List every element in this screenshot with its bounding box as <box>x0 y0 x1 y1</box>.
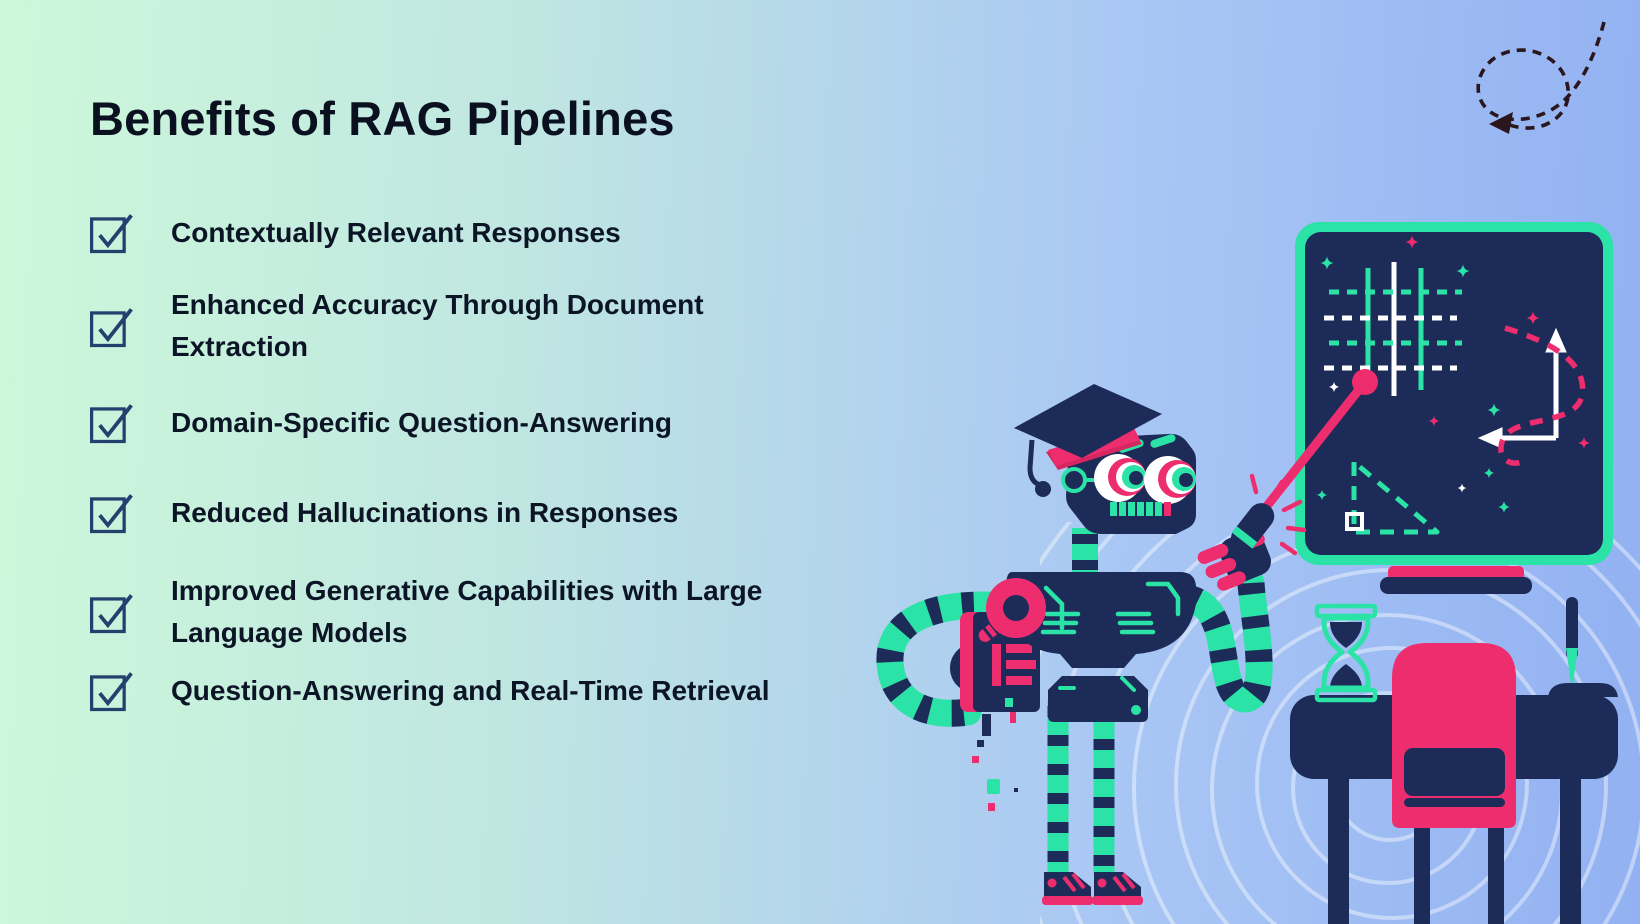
robot-teacher <box>876 384 1273 907</box>
checklist-item-label: Domain-Specific Question-Answering <box>171 406 672 438</box>
checklist-item-label: Question-Answering and Real-Time Retriev… <box>171 674 770 706</box>
dashed-curve <box>1498 325 1586 466</box>
checkbox-icon <box>88 589 135 636</box>
checkbox-icon <box>88 399 135 446</box>
robot-legs <box>1047 700 1115 874</box>
checklist-item: Enhanced Accuracy Through Document Extra… <box>88 284 811 368</box>
checklist-item-label: Reduced Hallucinations in Responses <box>171 496 679 528</box>
checklist-item-label: Improved Generative Capabilities with La… <box>171 575 763 648</box>
checklist-item: Improved Generative Capabilities with La… <box>88 570 811 654</box>
robot-left-shoe <box>1040 870 1095 907</box>
chair <box>1392 643 1516 924</box>
pen-holder <box>1548 683 1618 697</box>
robot-mouth <box>1110 502 1171 516</box>
hourglass-icon <box>1314 603 1378 703</box>
checkbox-icon <box>88 489 135 536</box>
checklist-item: Question-Answering and Real-Time Retriev… <box>88 667 811 714</box>
checklist-item-label: Contextually Relevant Responses <box>171 216 621 248</box>
board-stand-base <box>1380 577 1532 594</box>
dashed-swirl-arrow-icon <box>1476 21 1606 134</box>
burst-lines <box>1249 473 1307 556</box>
robot-head <box>1061 433 1196 534</box>
page-title: Benefits of RAG Pipelines <box>90 92 675 146</box>
pen-icon <box>1566 597 1578 690</box>
robot-hips <box>1048 676 1148 722</box>
robot-eyes <box>1094 454 1196 504</box>
robot-torso <box>1006 572 1196 668</box>
checkbox-icon <box>88 303 135 350</box>
robot-right-shoe <box>1090 870 1145 907</box>
graduation-cap-icon <box>1014 384 1162 497</box>
robot-hand <box>1197 473 1307 591</box>
checkbox-icon <box>88 667 135 714</box>
checklist-item-label: Enhanced Accuracy Through Document Extra… <box>171 289 704 362</box>
checklist-item: Domain-Specific Question-Answering <box>88 399 811 446</box>
chalkboard <box>1295 222 1613 594</box>
robot-shoulder-joint <box>986 578 1046 638</box>
checklist-item: Contextually Relevant Responses <box>88 209 811 256</box>
confetti <box>972 698 1018 811</box>
robot-right-arm <box>1172 569 1273 713</box>
checkbox-icon <box>88 209 135 256</box>
checklist-item: Reduced Hallucinations in Responses <box>88 489 811 536</box>
right-triangle <box>1345 459 1440 535</box>
